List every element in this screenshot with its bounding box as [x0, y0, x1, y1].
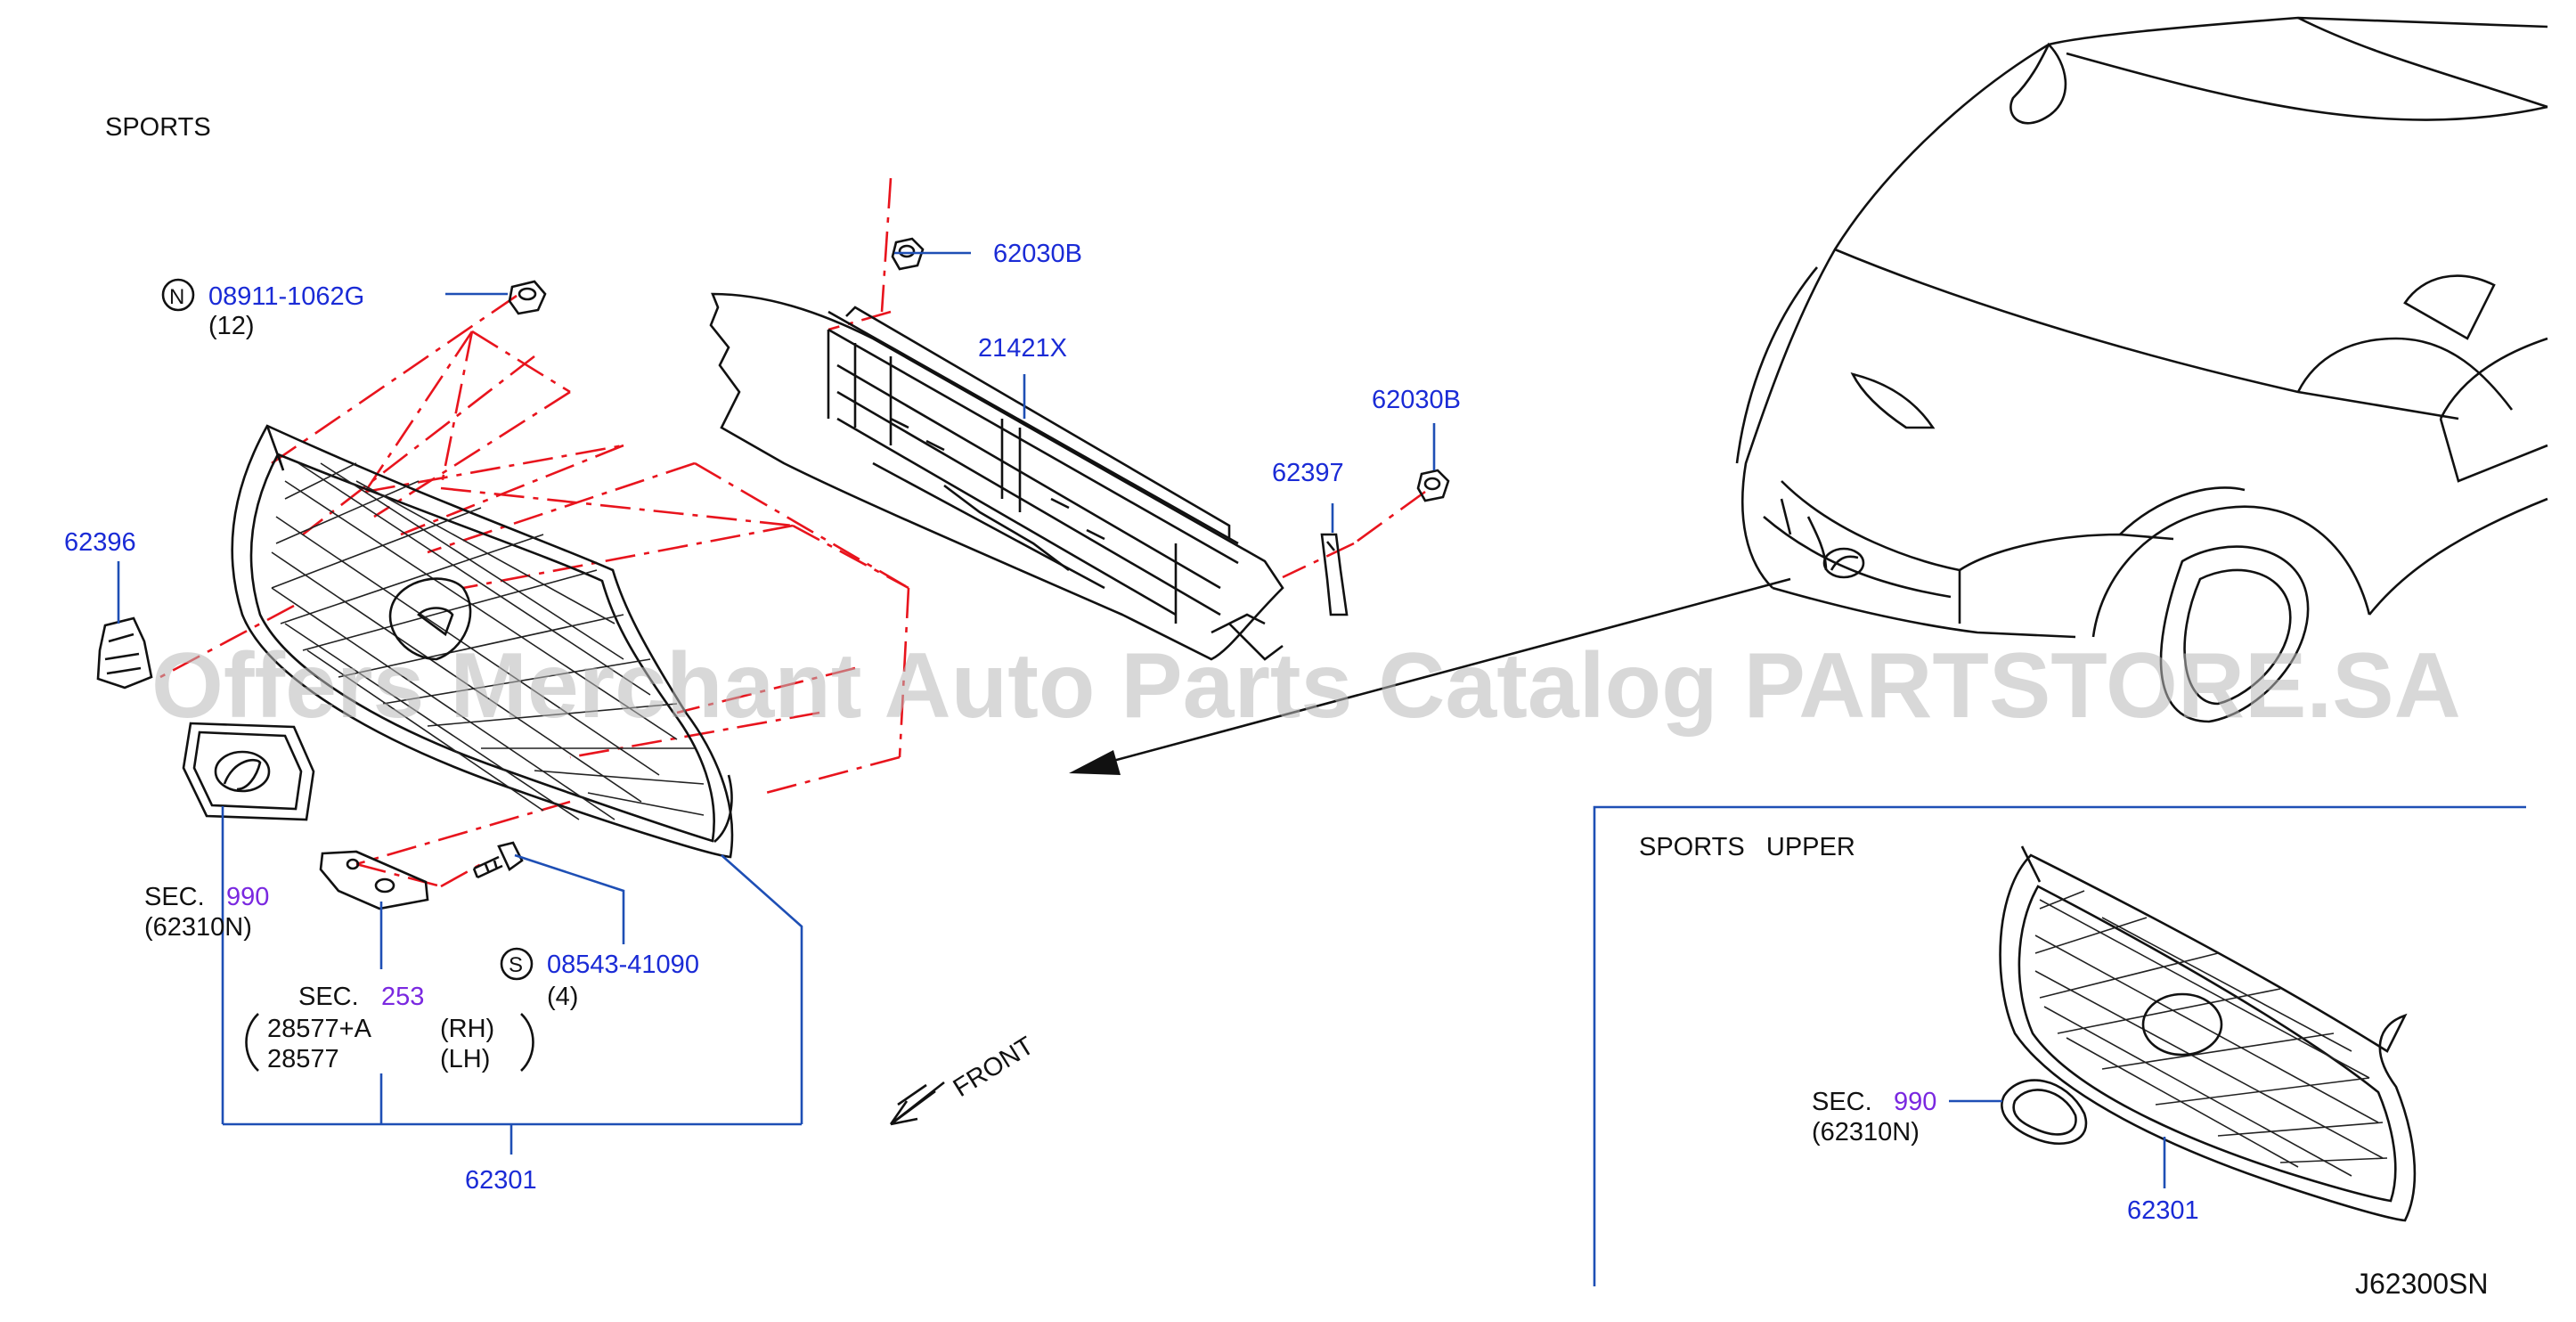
- callout-clip-62030b-top[interactable]: 62030B: [993, 240, 1082, 268]
- air-duct-assembly: [709, 292, 1284, 661]
- sensor-rh-part: 28577+A: [267, 1015, 372, 1043]
- sensor-bracket-right-paren: [520, 1013, 534, 1072]
- inset-emblem-sec-label: SEC.: [1812, 1088, 1872, 1116]
- diagram-title: SPORTS: [105, 113, 211, 142]
- emblem-ref-number: (62310N): [144, 913, 252, 942]
- screw-symbol-letter: S: [509, 953, 523, 977]
- sensor-lh-side: (LH): [440, 1045, 490, 1073]
- inset-grille-assembly: [1999, 845, 2417, 1222]
- inset-leader-lines: [1949, 1099, 2166, 1188]
- sensor-sec-number[interactable]: 253: [381, 983, 424, 1011]
- side-clip-62396-shape: [96, 616, 153, 690]
- front-grille-assembly: [231, 424, 734, 859]
- callout-side-clip-62396[interactable]: 62396: [64, 528, 136, 557]
- sensor-rh-side: (RH): [440, 1015, 494, 1043]
- callout-leader-lines: [117, 251, 1436, 1155]
- sensor-lh-part: 28577: [267, 1045, 339, 1073]
- inset-emblem-shape: [2001, 1079, 2088, 1145]
- nut-symbol-circle: [161, 278, 195, 312]
- inset-emblem-sec-number[interactable]: 990: [1894, 1088, 1936, 1116]
- location-pointer-arrow: [1069, 577, 1791, 775]
- diagram-code: J62300SN: [2355, 1268, 2488, 1300]
- callout-nut-quantity: (12): [208, 312, 255, 340]
- callout-screw-part-number[interactable]: 08543-41090: [547, 951, 699, 979]
- emblem-62310n-shape: [182, 722, 315, 821]
- callout-screw-quantity: (4): [547, 983, 578, 1011]
- car-outline-illustration: [1735, 16, 2548, 723]
- front-direction-label: FRONT: [949, 1032, 1039, 1103]
- assembly-phantom-lines: [159, 177, 1426, 888]
- inset-callout-grille-62301[interactable]: 62301: [2127, 1196, 2199, 1225]
- emblem-sec-label: SEC.: [144, 883, 205, 911]
- front-direction-arrow: [889, 1081, 945, 1126]
- sensor-bracket-shape: [319, 850, 429, 910]
- callout-grille-62301[interactable]: 62301: [465, 1166, 537, 1195]
- callout-bracket-62397[interactable]: 62397: [1272, 459, 1344, 487]
- sensor-bracket-left-paren: [245, 1013, 259, 1072]
- screw-symbol-circle: [500, 947, 534, 981]
- callout-duct-21421x[interactable]: 21421X: [978, 334, 1067, 363]
- grille-mesh: [271, 462, 705, 820]
- callout-clip-62030b-right[interactable]: 62030B: [1372, 386, 1461, 414]
- screw-shape: [472, 841, 524, 879]
- clip-nut-shapes: [508, 237, 1450, 502]
- sensor-sec-label: SEC.: [298, 983, 359, 1011]
- bracket-62397-shape: [1320, 533, 1349, 616]
- inset-emblem-ref-number: (62310N): [1812, 1118, 1920, 1147]
- watermark-text: Offers Merchant Auto Parts Catalog PARTS…: [151, 634, 2461, 738]
- callout-nut-part-number[interactable]: 08911-1062G: [208, 282, 364, 311]
- nut-symbol-letter: N: [169, 285, 184, 309]
- emblem-sec-number[interactable]: 990: [226, 883, 269, 911]
- inset-frame: [1593, 805, 2526, 1286]
- inset-title: SPORTS UPPER: [1639, 833, 1855, 861]
